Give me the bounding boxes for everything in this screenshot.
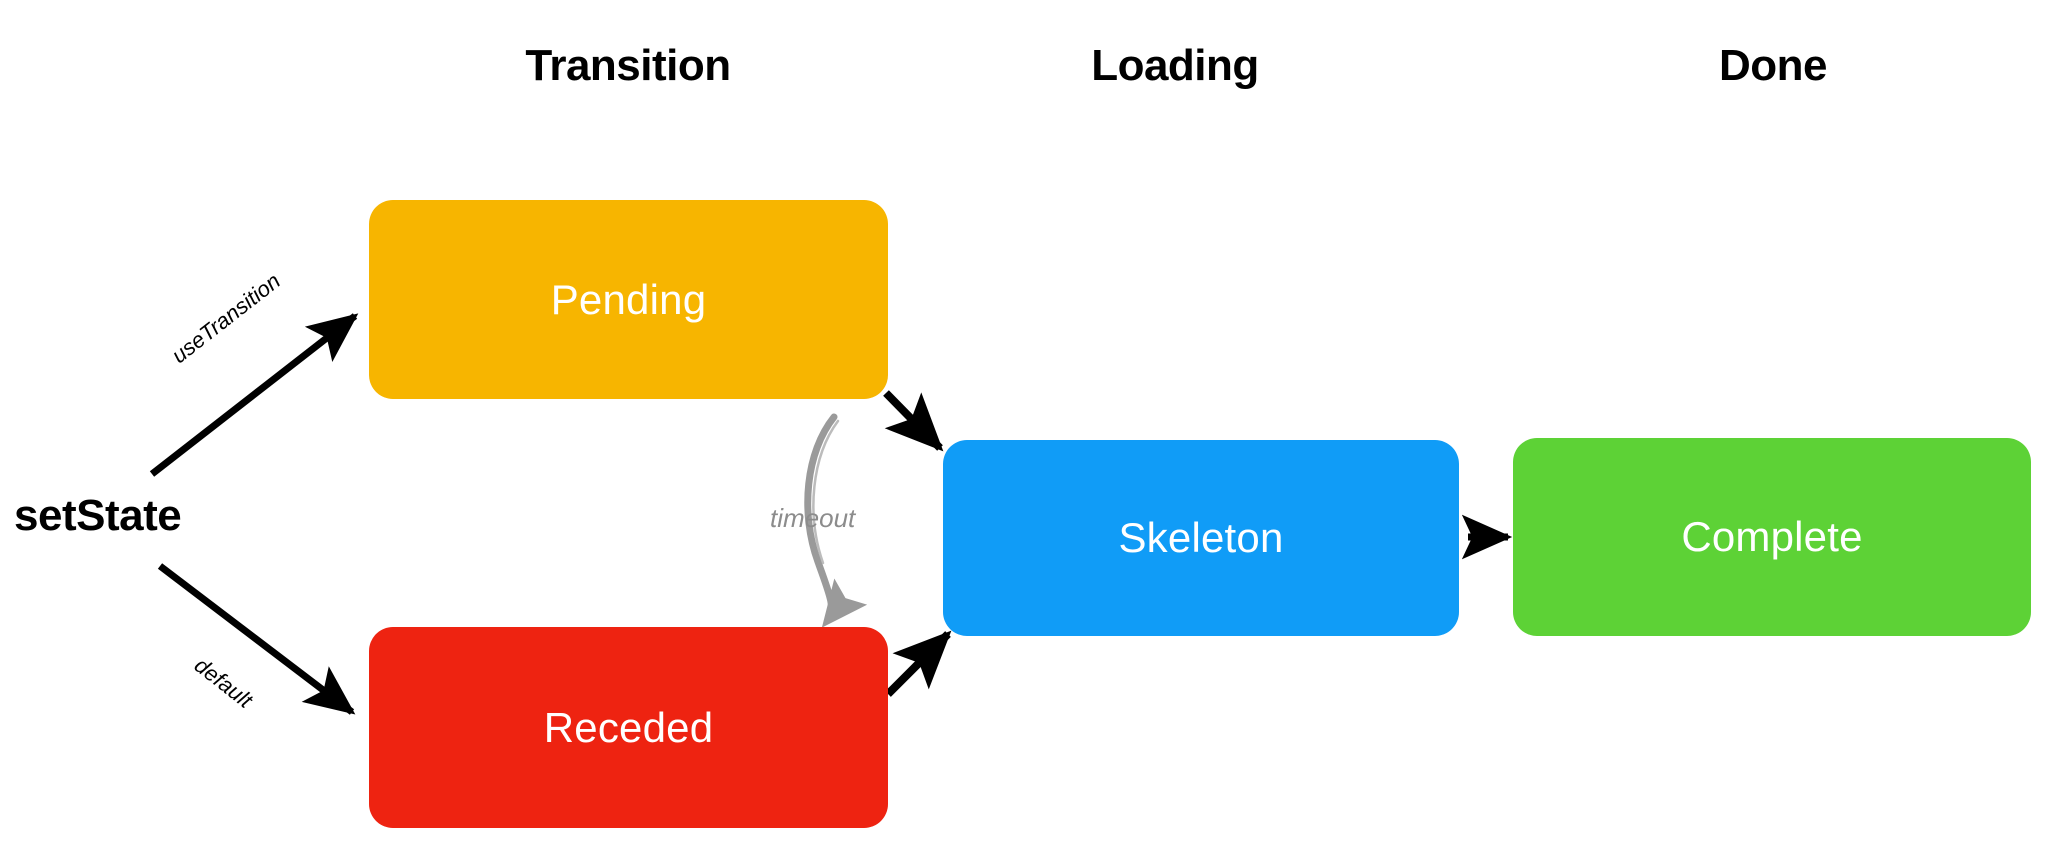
edge-label-timeout: timeout xyxy=(770,503,856,533)
column-header-loading: Loading xyxy=(1091,41,1259,90)
state-node-complete-label: Complete xyxy=(1681,513,1863,560)
state-node-skeleton-label: Skeleton xyxy=(1118,514,1284,561)
state-node-pending[interactable]: Pending xyxy=(369,200,888,399)
state-node-receded-label: Receded xyxy=(543,703,714,751)
state-node-complete[interactable]: Complete xyxy=(1513,438,2031,636)
column-header-transition: Transition xyxy=(525,41,731,90)
state-node-pending-label: Pending xyxy=(550,275,707,323)
edge-label-usetransition: useTransition xyxy=(166,268,285,369)
edge-label-default: default xyxy=(189,652,258,713)
edge-receded-to-skeleton xyxy=(885,630,952,697)
edge-pending-to-skeleton xyxy=(883,390,944,452)
state-node-skeleton[interactable]: Skeleton xyxy=(943,440,1459,636)
edge-setstate-to-receded xyxy=(157,563,356,715)
state-node-receded[interactable]: Receded xyxy=(369,627,888,828)
column-header-done: Done xyxy=(1719,41,1828,90)
source-node-setstate: setState xyxy=(14,491,182,540)
